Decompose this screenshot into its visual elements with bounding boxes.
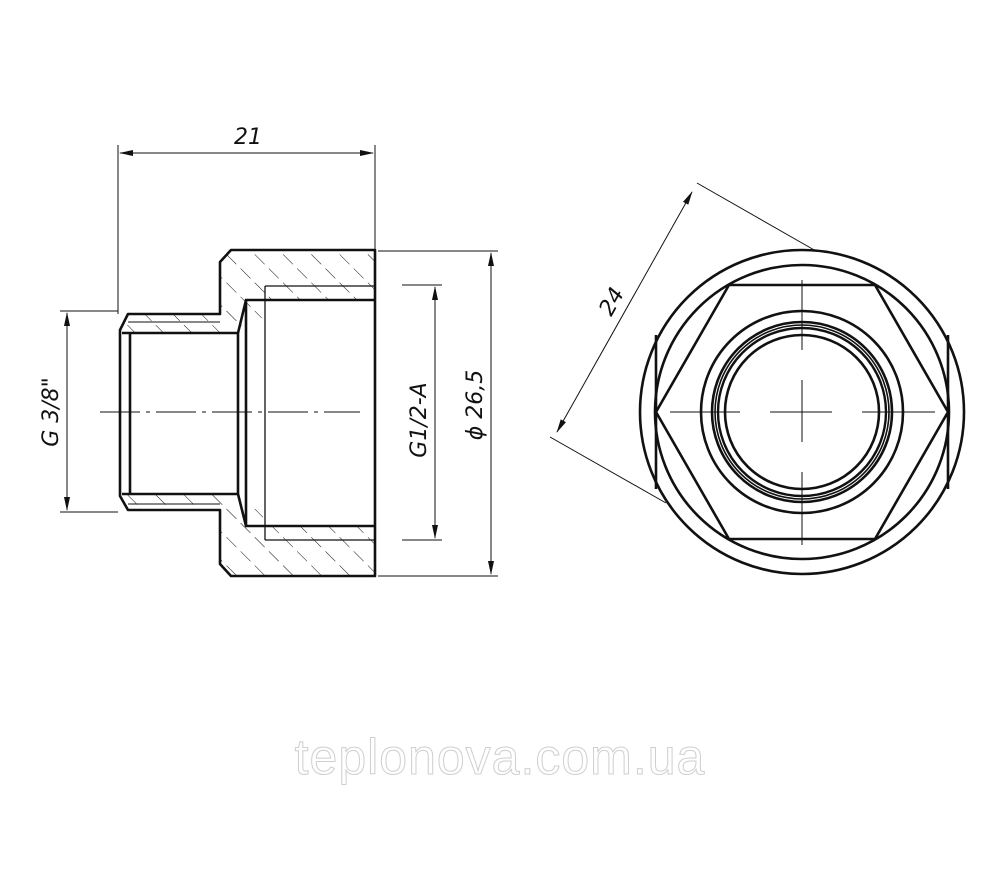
outer-profile — [118, 248, 377, 578]
watermark-text: teplonova.com.ua — [294, 729, 706, 786]
lower-wall-hatch — [120, 494, 375, 576]
dim-label-21: 21 — [234, 125, 262, 150]
dim-label-d265: ϕ 26,5 — [463, 370, 488, 441]
dim-label-g38: G 3/8" — [39, 377, 64, 447]
dim-label-g12: G1/2-A — [407, 382, 432, 457]
ext-line-24-top — [696, 182, 817, 252]
large-thread-line — [264, 285, 375, 541]
dim-label-24: 24 — [595, 284, 630, 321]
dim-line-24 — [556, 191, 693, 433]
side-section-view: 21 G 3/8" G1/2-A ϕ 26,5 — [39, 125, 498, 578]
ext-line-24-bottom — [549, 436, 667, 504]
large-bore — [236, 298, 375, 528]
small-bore — [122, 331, 238, 496]
small-thread-line — [128, 321, 220, 505]
upper-wall-hatch — [120, 250, 375, 332]
end-view: 24 — [549, 182, 966, 576]
